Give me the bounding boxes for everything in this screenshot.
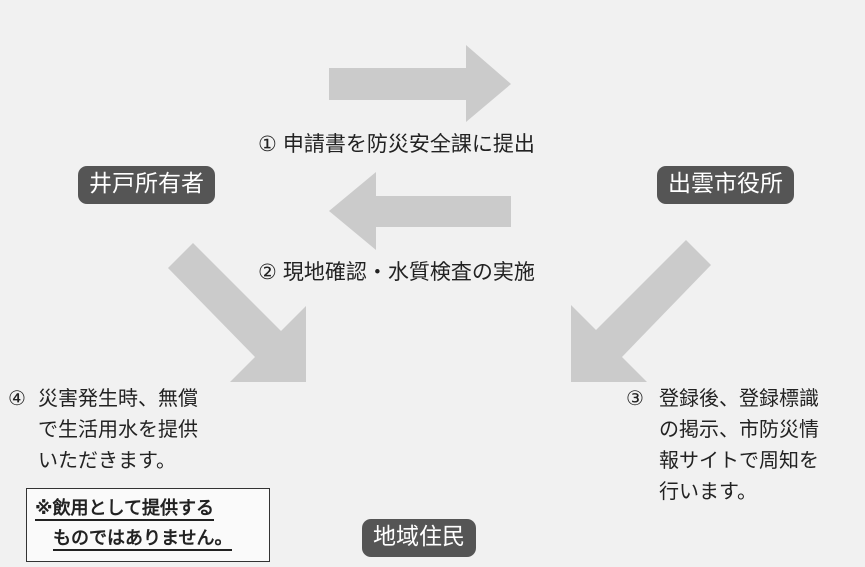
step1-text: 申請書を防災安全課に提出 bbox=[282, 132, 535, 156]
step3-line4: 行います。 bbox=[659, 479, 757, 503]
step4-line3: いただきます。 bbox=[38, 448, 176, 472]
node-city-hall: 出雲市役所 bbox=[657, 166, 794, 204]
step3-line1: 登録後、登録標識 bbox=[659, 386, 819, 410]
step4-line2: で生活用水を提供 bbox=[38, 417, 198, 441]
node-residents: 地域住民 bbox=[362, 519, 476, 557]
step2-text: 現地確認・水質検査の実施 bbox=[282, 260, 535, 284]
arrow-city-to-residents bbox=[571, 240, 711, 382]
note-line1: ※飲用として提供する bbox=[35, 498, 214, 521]
step4-line1: 災害発生時、無償 bbox=[38, 386, 198, 410]
arrow-owner-to-residents bbox=[168, 243, 306, 382]
step2-number: ② bbox=[258, 260, 277, 284]
node-well-owner: 井戸所有者 bbox=[78, 166, 215, 204]
step3-line3: 報サイトで周知を bbox=[659, 448, 819, 472]
arrow-right bbox=[329, 45, 511, 122]
arrow-left bbox=[329, 172, 511, 250]
step1-number: ① bbox=[258, 132, 277, 156]
step4-number: ④ bbox=[8, 386, 26, 410]
step3-line2: の掲示、市防災情 bbox=[659, 417, 819, 441]
drinking-note-box: ※飲用として提供する ものではありません。 bbox=[26, 488, 270, 562]
note-line2: ものではありません。 bbox=[53, 528, 233, 551]
step3-number: ③ bbox=[626, 386, 644, 410]
